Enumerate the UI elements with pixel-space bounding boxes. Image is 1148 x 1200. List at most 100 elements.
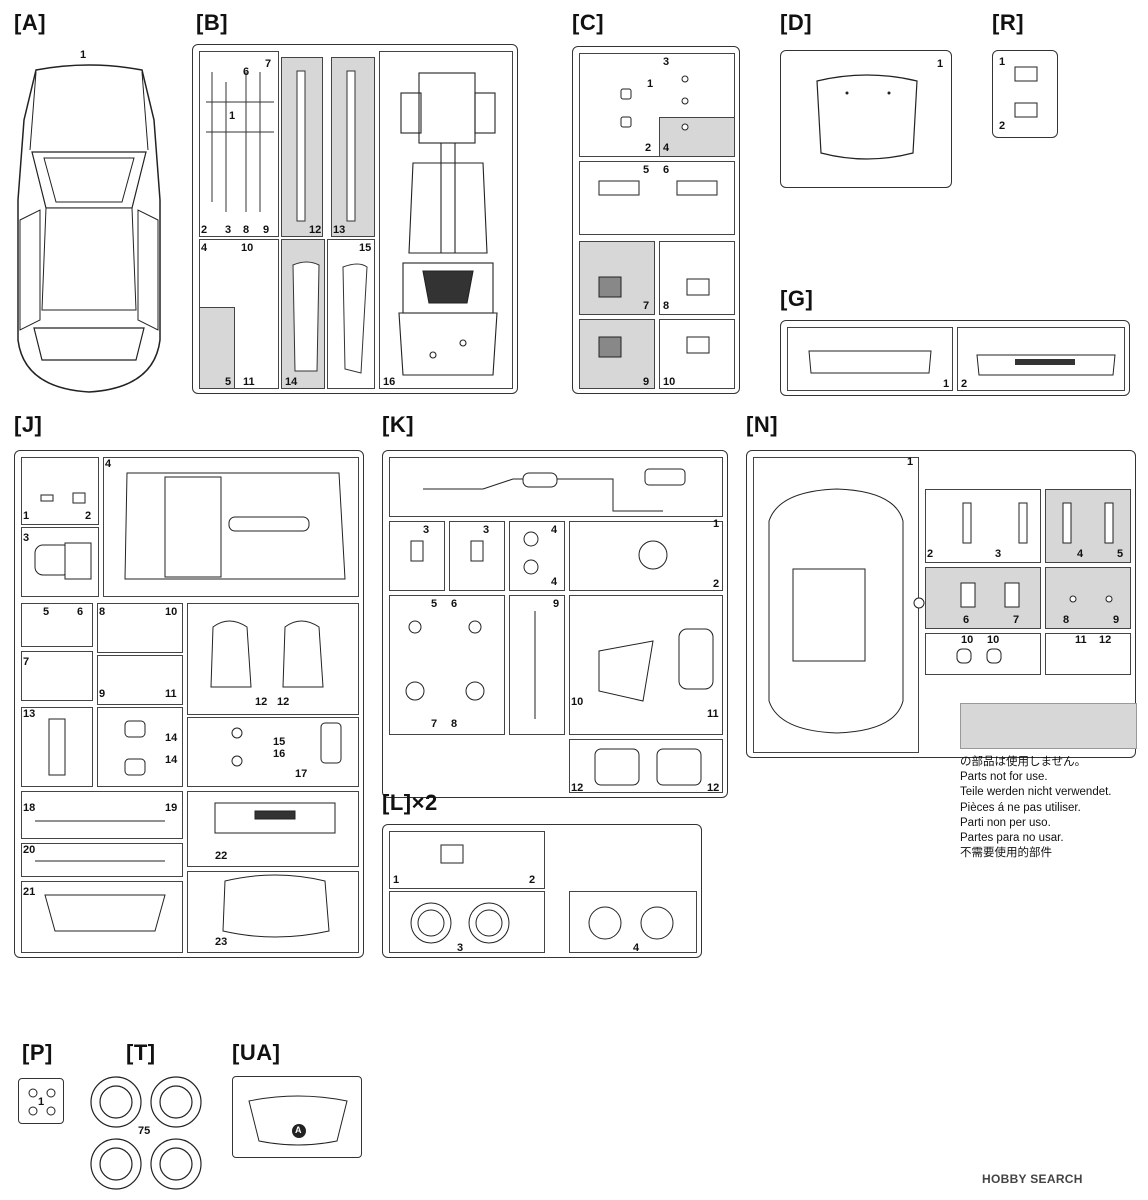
j-cell-8-10 bbox=[97, 603, 183, 653]
part-n-5: 5 bbox=[1117, 548, 1124, 560]
part-j-21: 21 bbox=[23, 886, 36, 898]
c-cell-8 bbox=[659, 241, 735, 315]
note-line-it: Parti non per uso. bbox=[960, 816, 1051, 829]
part-n-11: 11 bbox=[1075, 634, 1087, 646]
part-r-2: 2 bbox=[999, 120, 1006, 132]
b-small-parts-drawing bbox=[206, 72, 274, 212]
runner-p: 1 bbox=[18, 1078, 64, 1124]
part-k-1: 1 bbox=[713, 518, 720, 530]
car-body-drawing bbox=[17, 64, 161, 393]
part-c-6: 6 bbox=[663, 164, 670, 176]
k-cell-5-8 bbox=[389, 595, 505, 735]
part-j-7: 7 bbox=[23, 656, 30, 668]
part-j-12a: 12 bbox=[255, 696, 268, 708]
j-cell-9-11 bbox=[97, 655, 183, 705]
j-cell-18-19 bbox=[21, 791, 183, 839]
part-d-1: 1 bbox=[937, 58, 944, 70]
runner-label-t: [T] bbox=[126, 1040, 156, 1065]
not-for-use-note: の部品は使用しません。 Parts not for use. Teile wer… bbox=[960, 755, 1112, 861]
part-b-14: 14 bbox=[285, 376, 298, 388]
part-c-7: 7 bbox=[643, 300, 650, 312]
part-l-3: 3 bbox=[457, 942, 464, 954]
note-line-zh: 不需要使用的部件 bbox=[960, 847, 1052, 860]
part-ua-a-marker: A bbox=[295, 1125, 302, 1135]
runner-l: 1 2 3 4 bbox=[382, 824, 702, 958]
note-line-fr: Pièces á ne pas utiliser. bbox=[960, 801, 1081, 814]
part-k-2: 2 bbox=[713, 578, 720, 590]
b-mudguard-drawing bbox=[292, 261, 368, 374]
part-c-8: 8 bbox=[663, 300, 670, 312]
part-t-75: 75 bbox=[138, 1125, 151, 1137]
part-g-1: 1 bbox=[943, 378, 950, 390]
b-cell-5-gray bbox=[199, 307, 235, 389]
part-j-13: 13 bbox=[23, 708, 36, 720]
part-k-12a: 12 bbox=[571, 782, 584, 794]
runner-r: 1 2 bbox=[992, 50, 1058, 138]
part-n-4: 4 bbox=[1077, 548, 1084, 560]
runner-j: 4 1 2 3 5 6 8 10 7 9 11 12 12 13 14 14 1… bbox=[14, 450, 364, 958]
runner-label-p: [P] bbox=[22, 1040, 53, 1065]
runner-label-k: [K] bbox=[382, 412, 415, 437]
part-j-22: 22 bbox=[215, 850, 228, 862]
part-b-5: 5 bbox=[225, 376, 232, 388]
part-j-20: 20 bbox=[23, 844, 36, 856]
part-j-1: 1 bbox=[23, 510, 30, 522]
part-l-4: 4 bbox=[633, 942, 640, 954]
part-b-16: 16 bbox=[383, 376, 396, 388]
j-cell-7 bbox=[21, 651, 93, 701]
part-b-2: 2 bbox=[201, 224, 208, 236]
t-tires-drawing bbox=[90, 1076, 202, 1190]
part-c-2: 2 bbox=[645, 142, 652, 154]
part-b-12: 12 bbox=[309, 224, 322, 236]
part-a-1: 1 bbox=[80, 49, 87, 61]
runner-label-a: [A] bbox=[14, 10, 47, 35]
ua-window-drawing bbox=[248, 1095, 348, 1146]
k-parts-drawing bbox=[405, 468, 714, 786]
part-j-4: 4 bbox=[105, 458, 112, 470]
runner-label-n: [N] bbox=[746, 412, 779, 437]
part-c-5: 5 bbox=[643, 164, 650, 176]
runner-label-l: [L]×2 bbox=[382, 790, 438, 815]
part-j-23: 23 bbox=[215, 936, 228, 948]
part-b-11: 11 bbox=[243, 376, 255, 388]
part-c-3: 3 bbox=[663, 56, 670, 68]
part-n-6: 6 bbox=[963, 614, 970, 626]
part-b-4: 4 bbox=[201, 242, 208, 254]
b-side-sill-drawing bbox=[296, 70, 356, 222]
part-j-14b: 14 bbox=[165, 754, 178, 766]
n-cell-10 bbox=[925, 633, 1041, 675]
n-parts-drawing bbox=[768, 488, 1114, 734]
runner-label-c: [C] bbox=[572, 10, 605, 35]
part-n-9: 9 bbox=[1113, 614, 1120, 626]
part-c-1: 1 bbox=[647, 78, 654, 90]
c-cell-4-gray bbox=[659, 117, 735, 157]
part-k-3a: 3 bbox=[423, 524, 430, 536]
note-line-es: Partes para no usar. bbox=[960, 832, 1064, 845]
j-cell-5-6 bbox=[21, 603, 93, 647]
runner-c: 3 1 2 4 5 6 7 8 9 10 bbox=[572, 46, 740, 394]
j-cell-20 bbox=[21, 843, 183, 877]
part-l-2: 2 bbox=[529, 874, 536, 886]
part-k-10: 10 bbox=[571, 696, 584, 708]
part-k-4b: 4 bbox=[551, 576, 558, 588]
p-parts-drawing bbox=[28, 1088, 56, 1116]
part-n-7: 7 bbox=[1013, 614, 1020, 626]
c-cell-10 bbox=[659, 319, 735, 389]
runner-ua: A bbox=[232, 1076, 362, 1158]
runner-label-g: [G] bbox=[780, 286, 814, 311]
k-cell-3a bbox=[389, 521, 445, 591]
part-j-3: 3 bbox=[23, 532, 30, 544]
part-k-8: 8 bbox=[451, 718, 458, 730]
j-cell-21 bbox=[21, 881, 183, 953]
runner-label-b: [B] bbox=[196, 10, 229, 35]
part-n-10a: 10 bbox=[961, 634, 974, 646]
note-line-en: Parts not for use. bbox=[960, 771, 1048, 784]
part-j-9: 9 bbox=[99, 688, 106, 700]
k-cell-1-exhaust bbox=[389, 457, 723, 517]
k-cell-4 bbox=[509, 521, 565, 591]
l-cell-1-2 bbox=[389, 831, 545, 889]
part-n-3: 3 bbox=[995, 548, 1002, 560]
hood-drawing bbox=[816, 74, 918, 160]
part-k-7: 7 bbox=[431, 718, 438, 730]
part-j-14a: 14 bbox=[165, 732, 178, 744]
